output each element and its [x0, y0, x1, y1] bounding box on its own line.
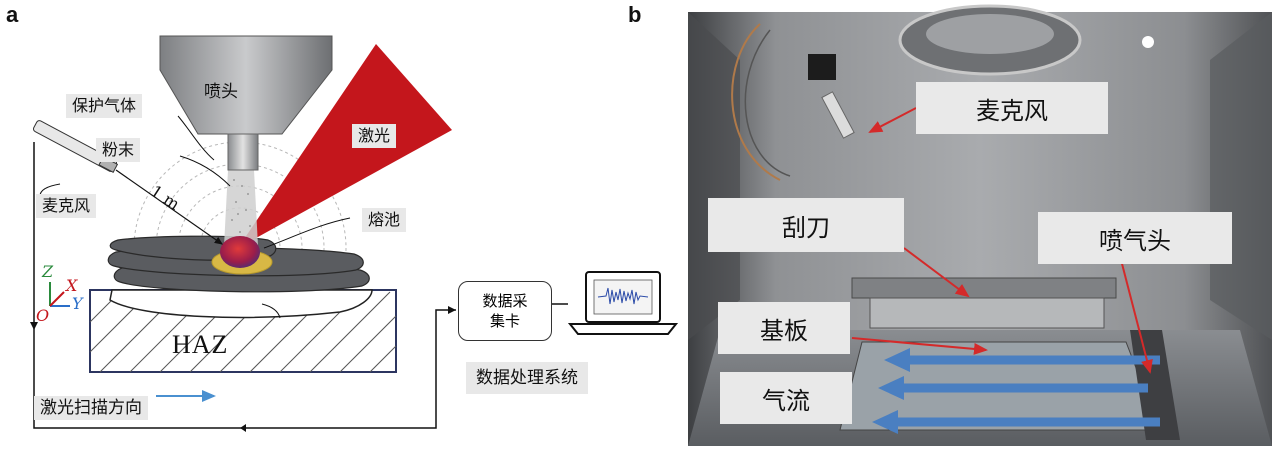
melt-pool-label: 熔池: [362, 208, 407, 232]
data-acquisition-card: 数据采 集卡: [458, 281, 552, 341]
airflow-label: 气流: [720, 372, 852, 424]
haz-label: HAZ: [172, 330, 229, 359]
melt-pool: [220, 236, 260, 268]
laptop-icon: [567, 271, 679, 335]
panel-b-letter: b: [628, 2, 642, 27]
axis-z-label: Z: [42, 262, 54, 281]
powder-particles: [231, 179, 251, 233]
microphone-cable: [33, 142, 456, 429]
shield-gas-label: 保护气体: [66, 94, 143, 118]
microphone-device: [33, 120, 119, 173]
axis-o-label: O: [36, 306, 50, 325]
leader-lines: [39, 115, 351, 319]
microphone-label-b: 麦克风: [916, 82, 1108, 134]
substrate-label: 基板: [718, 302, 850, 354]
nozzle-body: [159, 35, 333, 135]
distance-line: [115, 169, 223, 245]
daq-label-line2: 集卡: [489, 312, 520, 330]
nozzle-tip: [227, 133, 259, 171]
daq-label-line1: 数据采: [482, 292, 528, 310]
laser-label: 激光: [352, 124, 397, 148]
axis-x-label: X: [66, 276, 78, 295]
microphone-label-a: 麦克风: [36, 194, 97, 218]
scan-direction-label: 激光扫描方向: [34, 396, 148, 420]
gas-nozzle-label: 喷气头: [1038, 212, 1232, 264]
axis-y-label: Y: [72, 294, 83, 313]
laser-beam: [238, 44, 452, 248]
coordinate-axes: [49, 282, 70, 307]
powder-label: 粉末: [96, 138, 141, 162]
haz-zone: [109, 289, 373, 319]
processing-system-label: 数据处理系统: [466, 362, 588, 394]
scraper-label: 刮刀: [708, 198, 904, 252]
nozzle-label: 喷头: [204, 82, 238, 102]
panel-a-letter: a: [6, 2, 19, 27]
powder-stream: [224, 170, 258, 246]
